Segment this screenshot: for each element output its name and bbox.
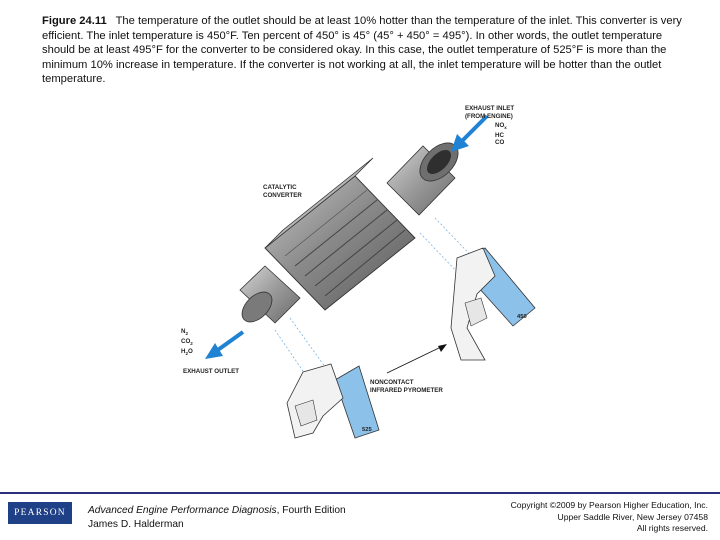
book-title: Advanced Engine Performance Diagnosis [88,505,277,516]
footer-divider [0,492,720,494]
caption-text: The temperature of the outlet should be … [42,15,682,86]
figure-label: Figure 24.11 [42,15,107,27]
inlet-gas-1: NOx [495,122,507,131]
outlet-gas-1: N2 [181,328,188,337]
pyrometer-outlet-side-icon [286,363,380,439]
pyrometer-pointer [386,344,447,374]
figure-caption: Figure 24.11 The temperature of the outl… [42,14,682,87]
converter-body [264,157,416,311]
book-citation: Advanced Engine Performance Diagnosis, F… [88,504,346,532]
pyrometer-label: NONCONTACT INFRARED PYROMETER [370,379,443,394]
copyright-line-2: Upper Saddle River, New Jersey 07458 [557,511,708,522]
inlet-gas-2: HC [495,131,504,139]
book-title-line: Advanced Engine Performance Diagnosis, F… [88,504,346,518]
exhaust-inlet-label: EXHAUST INLET (FROM ENGINE) [465,105,514,120]
exhaust-outlet-label: EXHAUST OUTLET [183,368,240,375]
converter-label-line1: CATALYTIC [263,184,297,191]
outlet-temperature-reading: 525 [362,427,372,433]
pyrometer-inlet-side-icon [450,247,536,361]
converter-label-line2: CONVERTER [263,191,302,199]
converter-illustration: EXHAUST INLET (FROM ENGINE) NOx HC CO CA… [165,98,555,443]
book-edition: , Fourth Edition [276,505,346,516]
inlet-pipe [386,142,459,216]
outlet-gases: N2 CO2 H2O [181,328,193,357]
converter-drawing [205,114,536,439]
outlet-pipe [239,265,301,324]
outlet-gas-2: CO2 [181,337,193,347]
inlet-gas-3: CO [495,139,505,147]
book-author: James D. Halderman [88,519,184,530]
copyright-line-3: All rights reserved. [636,523,708,534]
pyrometer-label-line1: NONCONTACT [370,379,414,386]
slide-footer: PEARSON Advanced Engine Performance Diag… [0,492,720,540]
catalytic-converter-label: CATALYTIC CONVERTER [263,184,302,199]
exhaust-inlet-label-line2: (FROM ENGINE) [465,112,513,120]
copyright-line-1: Copyright ©2009 by Pearson Higher Educat… [510,500,708,510]
exhaust-outlet-arrow-icon [205,330,245,359]
outlet-gas-3: H2O [181,347,193,356]
pyrometer-label-line2: INFRARED PYROMETER [370,386,443,394]
inlet-temperature-reading: 450 [517,314,527,320]
inlet-gases: NOx HC CO [495,122,507,147]
exhaust-inlet-arrow-icon [451,114,489,152]
exhaust-inlet-label-line1: EXHAUST INLET [465,105,515,112]
pearson-logo: PEARSON [8,502,72,524]
copyright-notice: Copyright ©2009 by Pearson Higher Educat… [511,500,708,535]
